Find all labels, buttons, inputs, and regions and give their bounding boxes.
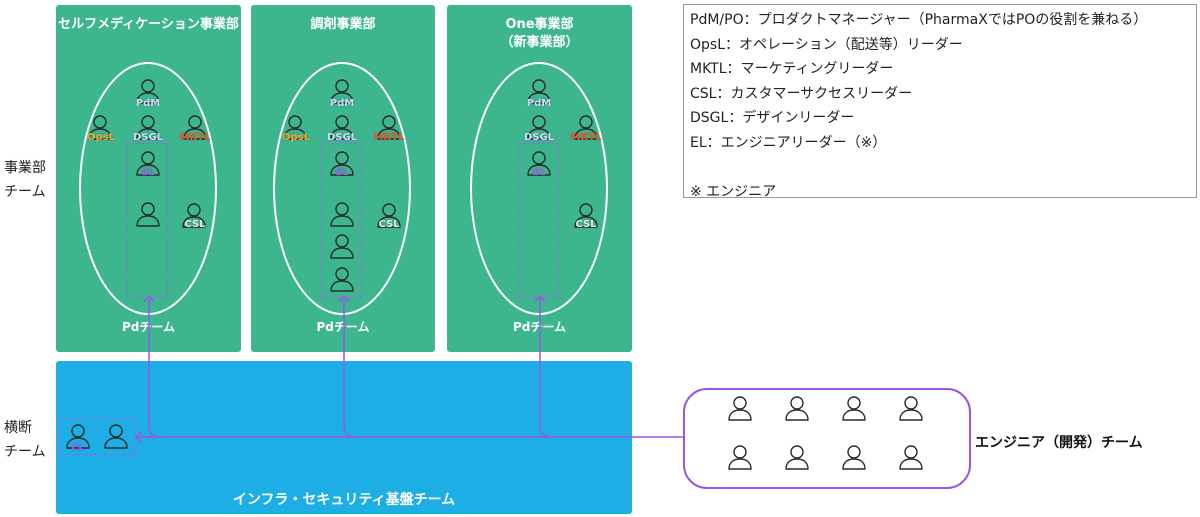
engineer-person-icon	[840, 443, 868, 471]
pdm-label: PdM	[329, 98, 355, 109]
arrow-up-icon	[338, 294, 350, 303]
business-team-label-line1: 事業部	[4, 160, 46, 176]
engineering-team-label: エンジニア（開発）チーム	[975, 435, 1143, 451]
arrow-up-icon	[143, 294, 155, 303]
engineer-person-icon	[840, 394, 868, 422]
pd-team-oval	[79, 62, 217, 315]
legend-line-opsl: OpsL：オペレーション（配送等）リーダー	[690, 36, 963, 53]
business-team-label-line2: チーム	[4, 184, 46, 200]
division-panel-one: One事業部 （新事業部） PdM DSGL MKTL EL CSL Pdチーム	[447, 5, 632, 352]
connector-to-one-division	[539, 298, 683, 438]
el-label: EL	[532, 167, 546, 178]
opsl-label: OpsL	[282, 132, 310, 143]
dsgl-label: DSGL	[523, 132, 555, 143]
division-title: セルフメディケーション事業部	[58, 17, 239, 32]
division-panel-dispensing: 調剤事業部 PdM OpsL DSGL MKTL EL CSL Pdチーム	[251, 5, 435, 352]
division-title: One事業部 （新事業部）	[500, 17, 579, 50]
infra-team-title: インフラ・セキュリティ基盤チーム	[232, 492, 456, 508]
division-panel-selfmedication: セルフメディケーション事業部 PdM OpsL DSGL MKTL EL CSL…	[56, 5, 241, 352]
dsgl-label: DSGL	[132, 132, 164, 143]
cross-team-label: 横断 チーム	[4, 416, 46, 464]
legend-line-mktl: MKTL：マーケティングリーダー	[690, 61, 894, 77]
connector-to-selfmed-division	[148, 298, 356, 438]
engineer-person-icon	[897, 443, 925, 471]
dsgl-label: DSGL	[326, 132, 358, 143]
engineer-person-icon	[897, 394, 925, 422]
legend-line-blank	[690, 155, 1190, 180]
el-label: EL	[335, 167, 349, 178]
pd-team-oval	[273, 62, 411, 315]
arrow-up-icon	[534, 294, 546, 303]
legend-line-csl: CSL：カスタマーサクセスリーダー	[690, 85, 913, 102]
connector-to-dispensing-division	[343, 298, 552, 438]
cross-team-label-line2: チーム	[4, 444, 46, 460]
mktl-label: MKTL	[179, 132, 211, 143]
pdm-label: PdM	[135, 98, 161, 109]
business-team-label: 事業部 チーム	[4, 156, 46, 204]
cross-team-label-line1: 横断	[4, 420, 32, 436]
engineer-person-icon	[726, 443, 754, 471]
division-title: 調剤事業部	[310, 17, 376, 32]
infra-el-label: EL	[71, 442, 85, 453]
engineer-person-icon	[783, 394, 811, 422]
mktl-label: MKTL	[570, 132, 602, 143]
engineer-person-icon	[783, 443, 811, 471]
engineering-team-group	[683, 388, 971, 489]
csl-label: CSL	[378, 219, 400, 230]
el-dashed-box	[321, 143, 362, 298]
pd-team-oval	[470, 62, 608, 315]
mktl-label: MKTL	[373, 132, 405, 143]
pd-team-label: Pdチーム	[316, 320, 370, 334]
legend-line-el: EL：エンジニアリーダー（※）	[690, 134, 887, 151]
pdm-label: PdM	[526, 98, 552, 109]
csl-label: CSL	[575, 219, 597, 230]
el-label: EL	[141, 167, 155, 178]
legend-line-dsgl: DSGL：デザインリーダー	[690, 110, 855, 126]
legend-line-pdm: PdM/PO：プロダクトマネージャー（PharmaXではPOの役割を兼ねる）	[690, 12, 1148, 28]
opsl-label: OpsL	[87, 132, 115, 143]
role-legend: PdM/PO：プロダクトマネージャー（PharmaXではPOの役割を兼ねる） O…	[683, 4, 1197, 200]
csl-label: CSL	[184, 219, 206, 230]
engineer-person-icon	[726, 394, 754, 422]
arrow-left-icon	[134, 431, 143, 443]
legend-line-note: ※ エンジニア	[690, 183, 777, 200]
